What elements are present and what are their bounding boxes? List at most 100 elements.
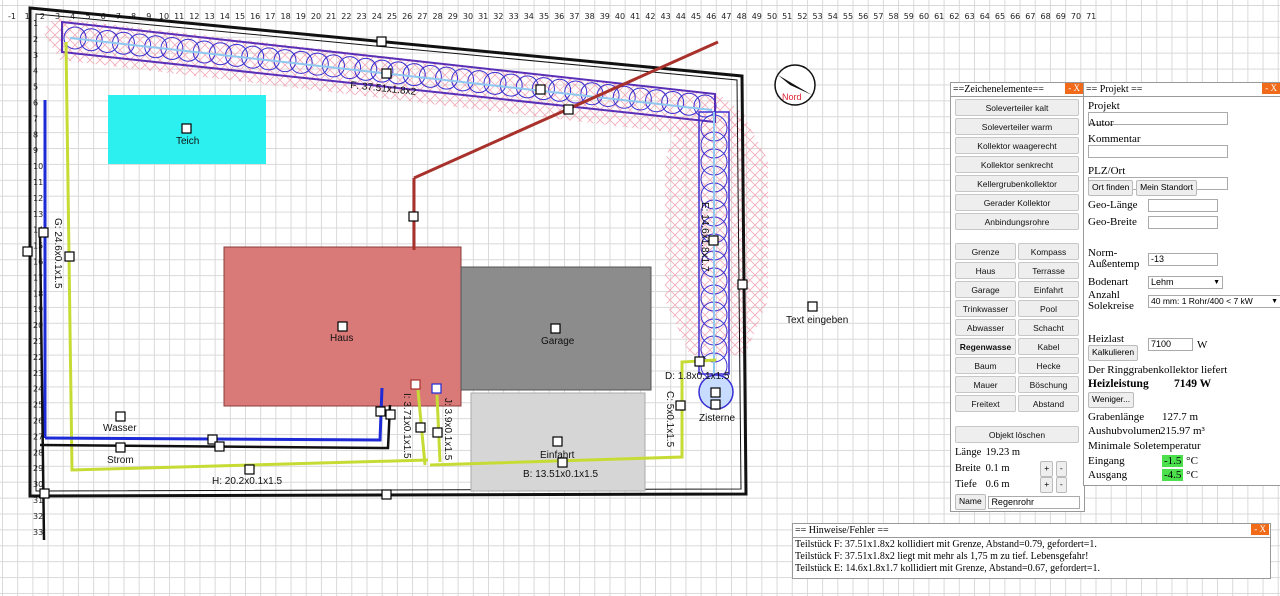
geo-breite-input[interactable] [1148, 216, 1218, 229]
collector-coil [548, 78, 572, 102]
element-button[interactable]: Kompass [1018, 243, 1079, 260]
handles[interactable] [22, 36, 818, 500]
heizlast-input[interactable]: 7100 [1148, 338, 1193, 351]
ruler-top-label: 50 [767, 12, 777, 21]
label-b: B: 13.51x0.1x1.5 [523, 469, 598, 480]
elements-panel-header[interactable]: ==Zeichenelemente== - X [951, 83, 1084, 97]
element-button[interactable]: Garage [955, 281, 1016, 298]
geo-laenge-input[interactable] [1148, 199, 1218, 212]
collector-coil [63, 26, 87, 50]
pipe-g[interactable] [64, 41, 429, 472]
hint-line: Teilstück E: 14.6x1.8x1.7 kollidiert mit… [795, 563, 1100, 574]
element-button[interactable]: Schacht [1018, 319, 1079, 336]
weniger-button[interactable]: Weniger... [1088, 392, 1135, 408]
bodenart-label: Bodenart [1088, 276, 1129, 289]
pipe-wasser[interactable] [44, 387, 384, 442]
delete-object-button[interactable]: Objekt löschen [955, 426, 1079, 443]
ruler-top-label: 11 [174, 12, 184, 21]
label-j: J: 3.9x0.1x1.5 [442, 398, 453, 461]
property-boundary-inner [35, 13, 742, 492]
element-button[interactable]: Böschung [1018, 376, 1079, 393]
bodenart-value: Lehm [1151, 277, 1174, 287]
compass[interactable]: Nord [774, 64, 816, 106]
cable-strom-left[interactable] [38, 229, 46, 541]
element-button[interactable]: Trinkwasser [955, 300, 1016, 317]
depth-minus-button[interactable]: - [1055, 477, 1067, 493]
ruler-top-label: 55 [843, 12, 853, 21]
solekreise-select[interactable]: 40 mm: 1 Rohr/400 < 7 kW▼ [1148, 295, 1280, 308]
ruler-top-label: 51 [782, 12, 792, 21]
ruler-top-label: -1 [8, 12, 16, 21]
project-panel-title: == Projekt == [1086, 84, 1143, 95]
element-button[interactable]: Hecke [1018, 357, 1079, 374]
ruler-top-label: 66 [1010, 12, 1020, 21]
elements-panel: ==Zeichenelemente== - X Soleverteiler ka… [950, 82, 1085, 512]
label-text-eingeben: Text eingeben [786, 315, 848, 326]
ruler-top-label: 37 [569, 12, 579, 21]
ruler-top-label: 70 [1071, 12, 1081, 21]
width-minus-button[interactable]: - [1055, 461, 1067, 477]
hints-panel: == Hinweise/Fehler == - X Teilstück F: 3… [792, 523, 1271, 579]
collector-button[interactable]: Soleverteiler warm [955, 118, 1079, 135]
kalkulieren-button[interactable]: Kalkulieren [1088, 345, 1139, 361]
element-button[interactable]: Abwasser [955, 319, 1016, 336]
ruler-left-label: 32 [33, 512, 43, 521]
element-button[interactable]: Haus [955, 262, 1016, 279]
ruler-top-label: 32 [493, 12, 503, 21]
ruler-top-label: 2 [40, 12, 45, 21]
element-button[interactable]: Regenwasse [955, 338, 1016, 355]
hints-panel-close-button[interactable]: - X [1251, 524, 1269, 535]
collector-button[interactable]: Kollektor waagerecht [955, 137, 1079, 154]
element-button[interactable]: Pool [1018, 300, 1079, 317]
element-button[interactable]: Abstand [1018, 395, 1079, 412]
ruler-top-label: 35 [539, 12, 549, 21]
ruler-top-label: 29 [448, 12, 458, 21]
collector-button[interactable]: Kollektor senkrecht [955, 156, 1079, 173]
ruler-top-label: 44 [676, 12, 686, 21]
project-panel-header[interactable]: == Projekt == - X [1084, 83, 1280, 97]
element-button[interactable]: Terrasse [1018, 262, 1079, 279]
bodenart-select[interactable]: Lehm▼ [1148, 276, 1223, 289]
ruler-top-label: 19 [296, 12, 306, 21]
hints-panel-header[interactable]: == Hinweise/Fehler == - X [793, 524, 1270, 538]
width-plus-button[interactable]: + [1040, 461, 1054, 477]
name-input[interactable]: Regenrohr [988, 495, 1081, 509]
mein-standort-button[interactable]: Mein Standort [1136, 180, 1197, 196]
ruler-top-label: 28 [433, 12, 443, 21]
element-button[interactable]: Mauer [955, 376, 1016, 393]
project-panel: == Projekt == - X Projekt Autor Kommenta… [1083, 82, 1280, 486]
projekt-input[interactable] [1088, 112, 1228, 125]
ruler-left-label: 24 [33, 385, 43, 394]
collector-button[interactable]: Gerader Kollektor [955, 194, 1079, 211]
depth-plus-button[interactable]: + [1040, 477, 1054, 493]
ruler-top-label: 22 [341, 12, 351, 21]
ruler-top-label: 57 [873, 12, 883, 21]
elements-panel-close-button[interactable]: - X [1065, 83, 1083, 94]
ruler-top-label: 43 [661, 12, 671, 21]
element-button[interactable]: Baum [955, 357, 1016, 374]
label-strom: Strom [107, 455, 134, 466]
hints-panel-title: == Hinweise/Fehler == [795, 525, 889, 536]
kommentar-input[interactable] [1088, 145, 1228, 158]
property-boundary[interactable] [28, 6, 748, 498]
label-e: E: 14.6x1.8x1.7 [699, 202, 710, 272]
element-button[interactable]: Einfahrt [1018, 281, 1079, 298]
collector-coil [467, 70, 491, 94]
element-button[interactable]: Kabel [1018, 338, 1079, 355]
collector-button[interactable]: Soleverteiler kalt [955, 99, 1079, 116]
element-button[interactable]: Freitext [955, 395, 1016, 412]
norm-input[interactable]: -13 [1148, 253, 1218, 266]
ausgang-label: Ausgang [1088, 469, 1128, 481]
collector-button[interactable]: Anbindungsrohre [955, 213, 1079, 230]
ruler-left-label: 13 [33, 210, 43, 219]
label-i: I: 3.71x0.1x1.5 [401, 393, 412, 459]
ort-finden-button[interactable]: Ort finden [1088, 180, 1134, 196]
collector-button[interactable]: Kellergrubenkollektor [955, 175, 1079, 192]
project-panel-close-button[interactable]: - X [1262, 83, 1280, 94]
ruler-top-label: 27 [417, 12, 427, 21]
label-h: H: 20.2x0.1x1.5 [212, 476, 282, 487]
ruler-top-label: 14 [220, 12, 230, 21]
name-button[interactable]: Name [955, 494, 986, 510]
element-button[interactable]: Grenze [955, 243, 1016, 260]
